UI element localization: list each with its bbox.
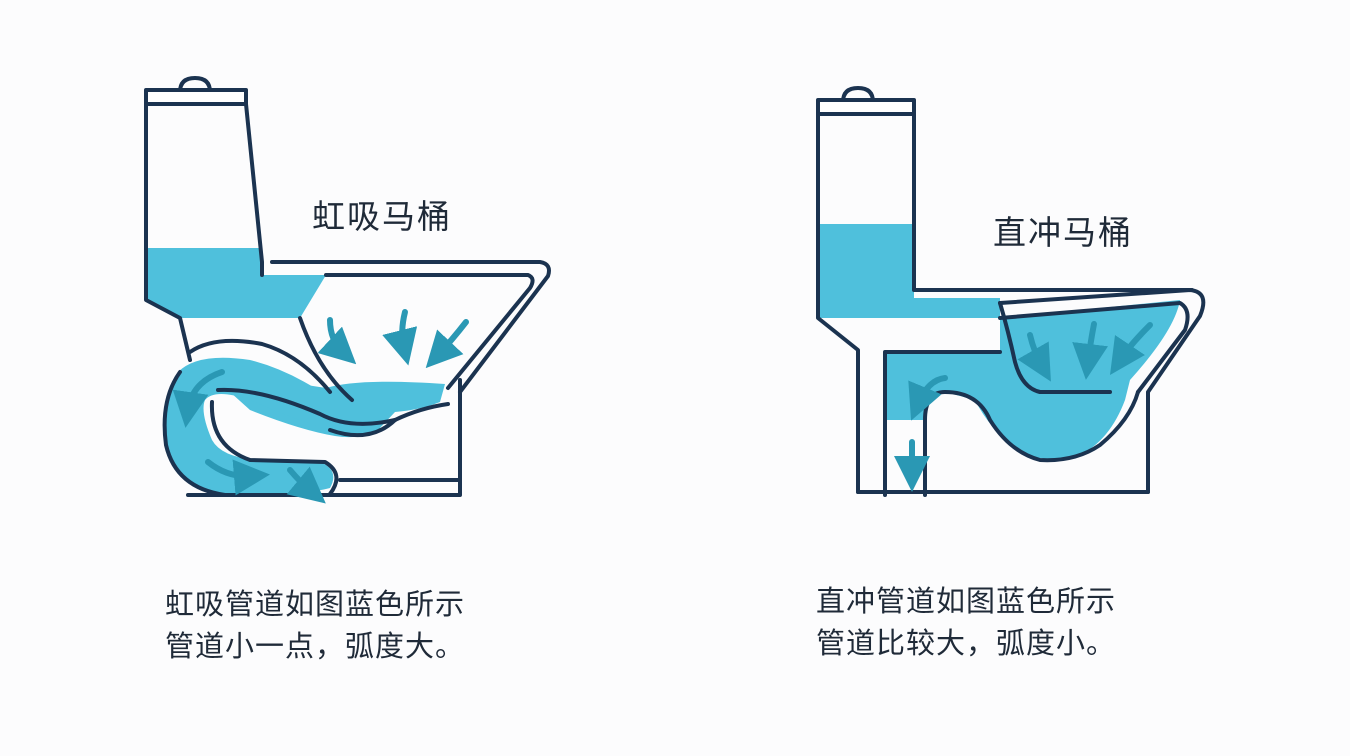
washdown-tank-knob <box>841 86 875 104</box>
flow-arrow-icon <box>205 459 270 496</box>
flow-arrow-icon <box>1110 322 1153 375</box>
washdown-toilet-illustration <box>816 86 1206 497</box>
siphon-title: 虹吸马桶 <box>312 197 452 236</box>
siphon-base <box>186 378 462 497</box>
washdown-bowl-water <box>885 300 1180 460</box>
siphon-caption-line2: 管道小一点，弧度大。 <box>165 629 466 663</box>
washdown-bowl-rim <box>998 288 1206 494</box>
siphon-flow-arrows <box>172 309 469 504</box>
flow-arrow-icon <box>425 319 469 369</box>
siphon-tank-body <box>144 102 264 362</box>
washdown-tank-water <box>818 224 1000 318</box>
washdown-caption-line1: 直冲管道如图蓝色所示 <box>816 584 1117 618</box>
washdown-flow-arrows <box>894 321 1153 492</box>
siphon-caption-line1: 虹吸管道如图蓝色所示 <box>165 587 466 621</box>
flow-arrow-icon <box>382 309 418 366</box>
flow-arrow-icon <box>1072 321 1108 380</box>
siphon-toilet-illustration <box>144 76 551 497</box>
siphon-tank-knob <box>178 76 212 94</box>
washdown-caption-line2: 管道比较大，弧度小。 <box>816 626 1117 660</box>
washdown-title: 直冲马桶 <box>993 213 1133 252</box>
siphon-bowl-rim <box>270 260 551 394</box>
siphon-tank-lid <box>144 88 248 106</box>
flow-arrow-icon <box>172 369 225 428</box>
washdown-tank-body <box>816 112 1194 494</box>
flow-arrow-icon <box>1017 332 1051 382</box>
washdown-caption: 直冲管道如图蓝色所示 管道比较大，弧度小。 <box>816 580 1116 664</box>
flow-arrow-icon <box>317 317 357 365</box>
washdown-tank-lid <box>816 98 916 116</box>
siphon-caption: 虹吸管道如图蓝色所示 管道小一点，弧度大。 <box>165 583 465 667</box>
siphon-tank-water <box>146 248 326 318</box>
flow-arrow-icon <box>286 466 326 504</box>
flow-arrow-icon <box>908 375 948 421</box>
